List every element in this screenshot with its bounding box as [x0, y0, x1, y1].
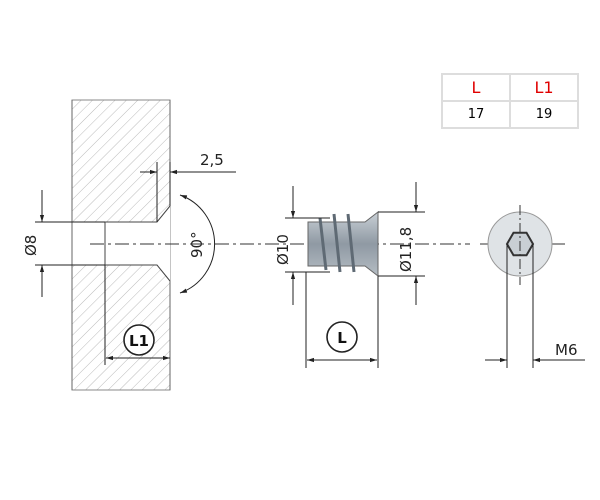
insert-end-view	[487, 205, 553, 285]
countersink-depth-label: 2,5	[200, 151, 224, 169]
countersink-angle-label: 90°	[188, 231, 206, 258]
threaded-insert	[307, 210, 379, 278]
hole-diameter-dimension	[35, 190, 105, 297]
header-L: L	[441, 73, 511, 102]
insert-length-label: L	[337, 329, 347, 347]
dimension-table: L L1 17 19	[441, 73, 579, 129]
hole-length-label: L1	[129, 332, 149, 350]
value-L: 17	[441, 100, 511, 129]
countersink-angle-arc	[179, 194, 216, 294]
thread-diameter-dimension	[285, 186, 330, 305]
head-diameter-dimension	[378, 182, 425, 305]
internal-thread-label: M6	[555, 341, 578, 359]
table-row: 17 19	[441, 100, 579, 129]
value-L1: 19	[509, 100, 579, 129]
table-header-row: L L1	[441, 73, 579, 102]
hole-length-dimension	[104, 265, 170, 365]
wall-section	[71, 99, 171, 391]
thread-diameter-label: Ø10	[274, 234, 292, 265]
header-L1: L1	[509, 73, 579, 102]
countersink-depth-dimension	[140, 162, 236, 222]
head-diameter-label: Ø11,8	[397, 227, 415, 272]
internal-thread-dimension	[485, 244, 585, 368]
insert-length-dimension	[305, 272, 379, 368]
hole-diameter-label: Ø8	[22, 235, 40, 256]
